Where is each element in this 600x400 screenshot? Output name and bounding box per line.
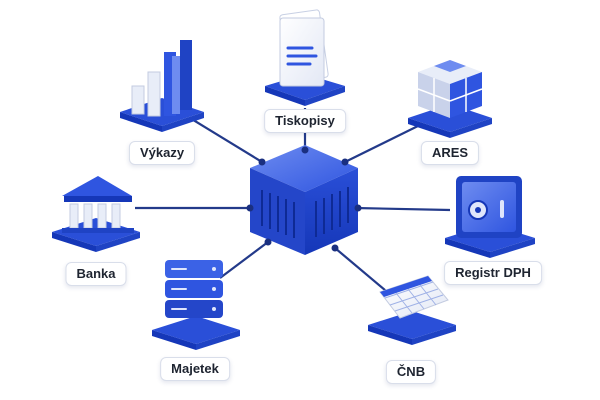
connector-majetek — [219, 241, 269, 279]
connector-registr-dph — [354, 206, 451, 212]
connector-cnb — [334, 247, 393, 297]
label-ares: ARES — [420, 141, 480, 165]
node-registr-dph-icon — [445, 176, 535, 258]
connector-ares — [344, 124, 421, 163]
label-vykazy: Výkazy — [128, 141, 196, 165]
connector-vykazy — [189, 117, 263, 163]
node-vykazy-icon — [120, 40, 204, 132]
node-tiskopisy-icon — [265, 9, 345, 106]
hub-cube-icon — [246, 145, 362, 255]
node-banka-icon — [52, 176, 140, 252]
node-ares-icon — [408, 60, 492, 138]
label-majetek: Majetek — [160, 357, 230, 381]
label-registr-dph: Registr DPH — [444, 261, 542, 285]
label-cnb: ČNB — [385, 360, 437, 384]
node-cnb-icon — [368, 275, 456, 345]
node-majetek-icon — [152, 260, 240, 350]
label-banka: Banka — [65, 262, 127, 286]
label-tiskopisy: Tiskopisy — [264, 109, 346, 133]
connectors — [135, 108, 451, 297]
